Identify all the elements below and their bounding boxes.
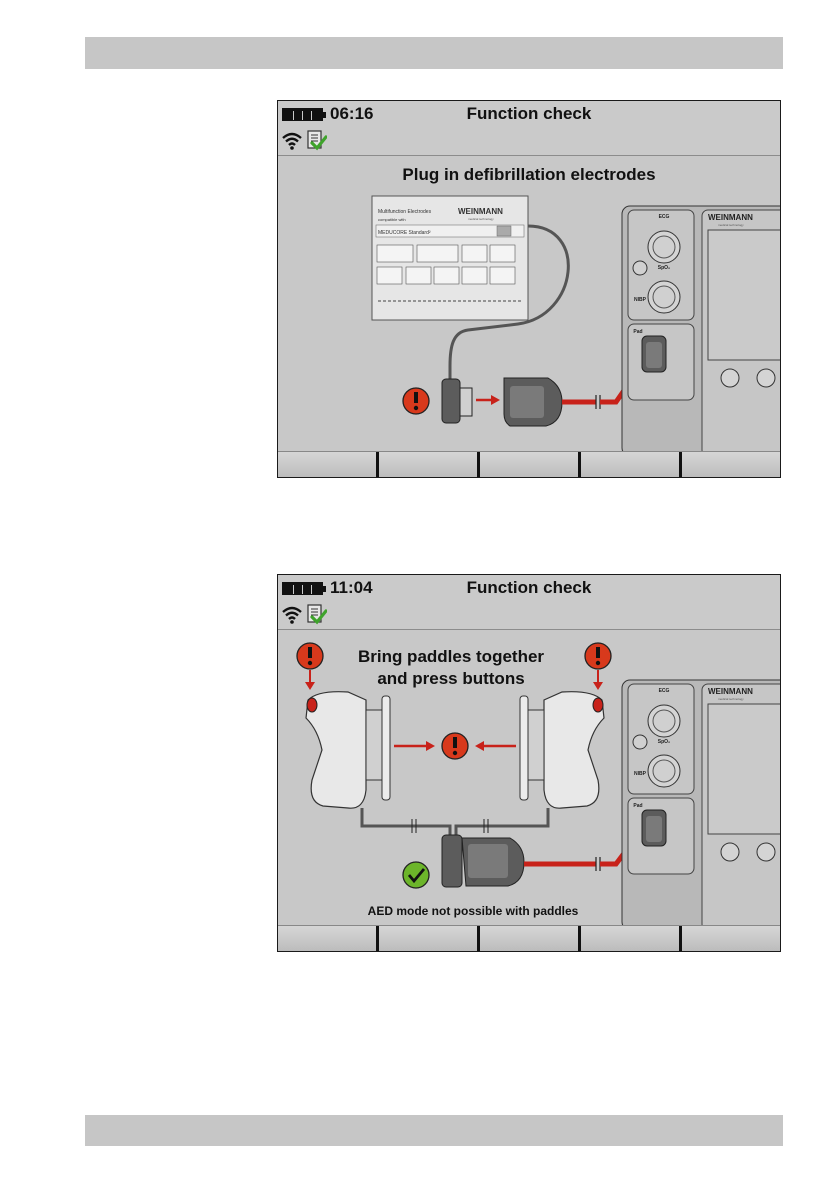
softkey-3[interactable] (480, 452, 581, 477)
footer-band (85, 1115, 783, 1146)
softkey-4[interactable] (581, 926, 682, 951)
softkey-bar (278, 925, 780, 951)
paddle-right (519, 691, 605, 809)
card-line2: compatible with (378, 217, 406, 222)
clock: 11:04 (330, 578, 373, 597)
defibrillator-device: ECG SpO₂ NIBP Pad WEINMANN medical techn… (621, 205, 780, 452)
status-bar: 06:16 Function check (278, 101, 780, 156)
checklist-icon (307, 130, 327, 151)
softkey-5[interactable] (682, 926, 780, 951)
card-line1: Multifunction Electrodes (378, 209, 432, 215)
warning-icon-right (584, 642, 612, 690)
softkey-1[interactable] (278, 926, 379, 951)
port-spo2-label: SpO₂ (658, 265, 671, 271)
battery-icon (282, 108, 326, 121)
port-ecg-label: ECG (659, 688, 670, 694)
instruction-text: Plug in defibrillation electrodes (402, 165, 656, 184)
defibrillator-device: ECG SpO₂ NIBP Pad WEINMANN medical techn… (621, 679, 780, 926)
warning-icon (402, 387, 430, 415)
softkey-3[interactable] (480, 926, 581, 951)
device-brand-sub: medical technology (718, 697, 744, 701)
device-brand: WEINMANN (708, 687, 753, 696)
warning-icon-center (441, 732, 469, 760)
softkey-2[interactable] (379, 452, 480, 477)
paddle-connector (441, 834, 525, 888)
clock: 06:16 (330, 104, 374, 123)
instruction-line2: and press buttons (377, 669, 525, 688)
status-bar: 11:04 Function check (278, 575, 780, 630)
wifi-icon (282, 132, 302, 150)
device-brand-sub: medical technology (718, 223, 744, 227)
screen-title: Function check (466, 578, 592, 597)
battery-icon (282, 582, 326, 595)
paddle-left (305, 691, 391, 809)
port-ecg-label: ECG (659, 214, 670, 220)
function-check-screen-paddles: 11:04 Function check Bring paddles toget… (277, 574, 781, 952)
ok-check-icon (402, 861, 430, 889)
aed-note: AED mode not possible with paddles (367, 904, 579, 918)
screen-title: Function check (466, 104, 592, 123)
instruction-area: Bring paddles together and press buttons… (278, 630, 780, 926)
warning-icon-left (296, 642, 324, 690)
connector-socket (503, 377, 563, 427)
card-brand-sub: medical technology (468, 217, 494, 221)
softkey-5[interactable] (682, 452, 780, 477)
instruction-area: Plug in defibrillation electrodes Multif… (278, 156, 780, 452)
port-nibp-label: NIBP (634, 297, 647, 303)
softkey-1[interactable] (278, 452, 379, 477)
port-pad-label: Pad (633, 803, 642, 809)
paddles-illustration: ECG SpO₂ NIBP Pad WEINMANN medical techn… (296, 642, 780, 926)
header-band (85, 37, 783, 69)
electrode-plug (441, 378, 473, 424)
softkey-bar (278, 451, 780, 477)
port-nibp-label: NIBP (634, 771, 647, 777)
port-spo2-label: SpO₂ (658, 739, 671, 745)
port-pad-label: Pad (633, 329, 642, 335)
device-brand: WEINMANN (708, 213, 753, 222)
card-brand: WEINMANN (458, 207, 503, 216)
electrode-illustration: Multifunction Electrodes compatible with… (371, 195, 780, 452)
electrode-package: Multifunction Electrodes compatible with… (371, 195, 529, 321)
function-check-screen-electrodes: 06:16 Function check Plug in defibrillat… (277, 100, 781, 478)
card-line3: MEDUCORE Standard² (378, 230, 431, 236)
softkey-2[interactable] (379, 926, 480, 951)
instruction-line1: Bring paddles together (357, 647, 545, 666)
softkey-4[interactable] (581, 452, 682, 477)
checklist-icon (307, 604, 327, 625)
wifi-icon (282, 606, 302, 624)
